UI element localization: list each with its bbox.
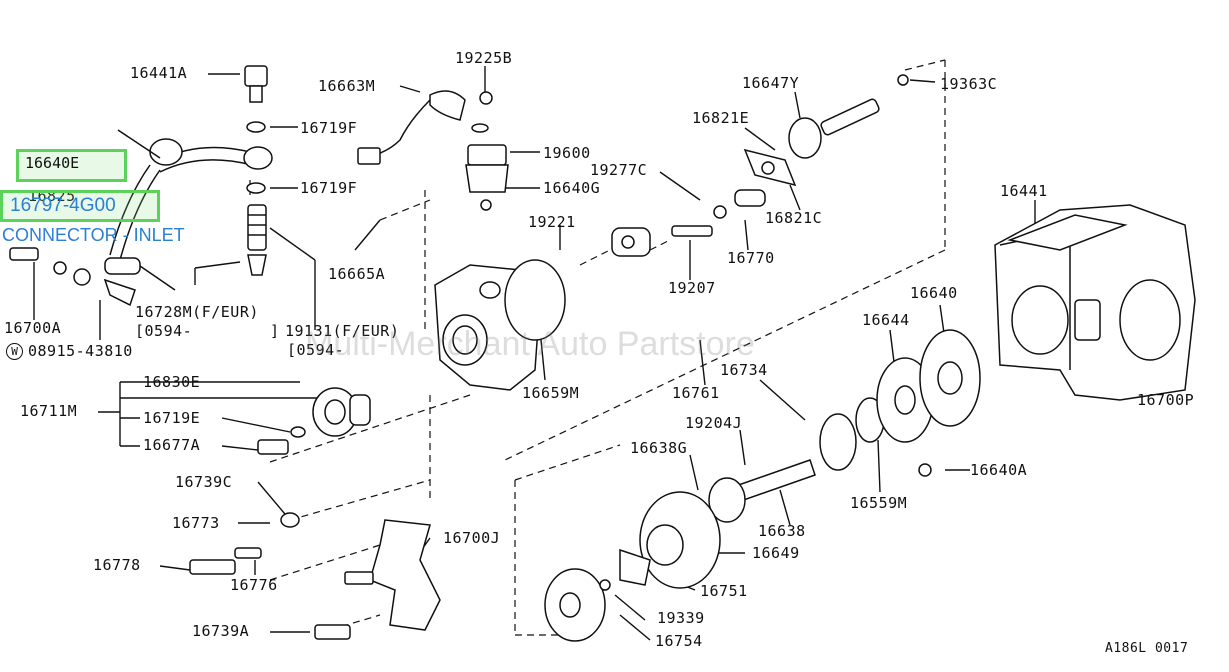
label-19131[interactable]: 19131(F/EUR) (285, 322, 400, 340)
hotspot-selected-part[interactable] (0, 190, 160, 222)
label-16647Y[interactable]: 16647Y (742, 74, 800, 92)
label-16711M[interactable]: 16711M (20, 402, 78, 420)
label-16754[interactable]: 16754 (655, 632, 703, 650)
label-19600[interactable]: 19600 (543, 144, 591, 162)
label-19221[interactable]: 19221 (528, 213, 576, 231)
label-0594-b: [0594- (287, 341, 345, 359)
label-16719F-b[interactable]: 16719F (300, 179, 358, 197)
label-16821C[interactable]: 16821C (765, 209, 823, 227)
label-19204J[interactable]: 19204J (685, 414, 743, 432)
label-16663M[interactable]: 16663M (318, 77, 376, 95)
label-16700P[interactable]: 16700P (1137, 391, 1195, 409)
label-19339[interactable]: 19339 (657, 609, 705, 627)
label-16739A[interactable]: 16739A (192, 622, 250, 640)
label-16719F-a[interactable]: 16719F (300, 119, 358, 137)
hotspot-16640E[interactable]: 16640E (16, 149, 127, 182)
label-16665A[interactable]: 16665A (328, 265, 386, 283)
label-16751[interactable]: 16751 (700, 582, 748, 600)
label-19277C[interactable]: 19277C (590, 161, 648, 179)
selected-part-number[interactable]: 16797-4G00 (10, 195, 116, 216)
label-16638G[interactable]: 16638G (630, 439, 688, 457)
label-16640[interactable]: 16640 (910, 284, 958, 302)
label-16559M[interactable]: 16559M (850, 494, 908, 512)
label-16770[interactable]: 16770 (727, 249, 775, 267)
label-16700J[interactable]: 16700J (443, 529, 501, 547)
label-16677A[interactable]: 16677A (143, 436, 201, 454)
w-mark: W (6, 343, 23, 360)
label-0594-a-end: ] (270, 322, 280, 340)
label-16734[interactable]: 16734 (720, 361, 768, 379)
label-19207[interactable]: 19207 (668, 279, 716, 297)
selected-part-description: CONNECTOR - INLET (2, 225, 185, 245)
label-16821E[interactable]: 16821E (692, 109, 750, 127)
label-16441A[interactable]: 16441A (130, 64, 188, 82)
label-16700A[interactable]: 16700A (4, 319, 62, 337)
label-0594-a: [0594- (135, 322, 193, 340)
label-19225B[interactable]: 19225B (455, 49, 513, 67)
diagram-ref-code: A186L 0017 (1105, 641, 1189, 656)
label-16649[interactable]: 16649 (752, 544, 800, 562)
label-16778[interactable]: 16778 (93, 556, 141, 574)
label-16761[interactable]: 16761 (672, 384, 720, 402)
hotspot-16640E-label: 16640E (25, 154, 80, 172)
label-16638[interactable]: 16638 (758, 522, 806, 540)
label-08915-43810[interactable]: 08915-43810 (28, 342, 133, 360)
label-16640G[interactable]: 16640G (543, 179, 601, 197)
label-16830E[interactable]: 16830E (143, 373, 201, 391)
watermark-text: Multi-Merchant Auto Partstore (305, 325, 755, 363)
label-16719E[interactable]: 16719E (143, 409, 201, 427)
label-16640A[interactable]: 16640A (970, 461, 1028, 479)
label-16776[interactable]: 16776 (230, 576, 278, 594)
label-16728M[interactable]: 16728M(F/EUR) (135, 303, 259, 321)
label-19363C[interactable]: 19363C (940, 75, 998, 93)
label-16739C[interactable]: 16739C (175, 473, 233, 491)
label-16773[interactable]: 16773 (172, 514, 220, 532)
label-16644[interactable]: 16644 (862, 311, 910, 329)
label-16441[interactable]: 16441 (1000, 182, 1048, 200)
label-16659M[interactable]: 16659M (522, 384, 580, 402)
